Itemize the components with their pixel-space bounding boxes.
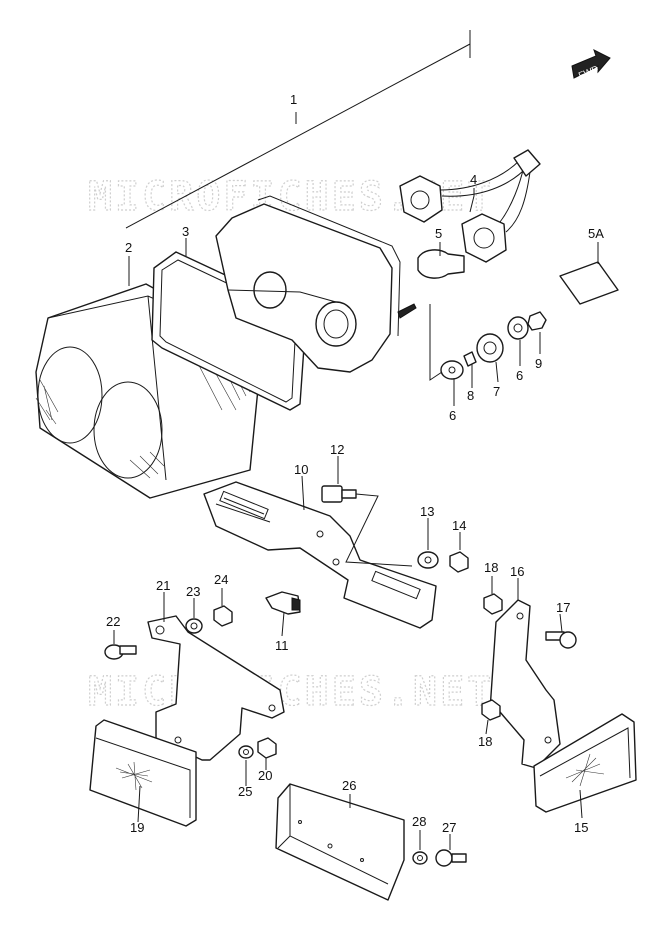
callout-17: 17 xyxy=(556,600,570,615)
grommet-11 xyxy=(265,591,301,615)
callout-13: 13 xyxy=(420,504,434,519)
callout-8: 8 xyxy=(467,388,474,403)
callout-7: 7 xyxy=(493,384,500,399)
callout-24: 24 xyxy=(214,572,228,587)
washer-25 xyxy=(238,745,254,759)
washer-28 xyxy=(412,851,428,865)
nut-18-upper xyxy=(483,593,503,615)
reflector-pad xyxy=(559,261,619,305)
nut-14 xyxy=(449,551,469,573)
callout-4: 4 xyxy=(470,172,477,187)
left-signal-bracket xyxy=(147,615,285,761)
callout-21: 21 xyxy=(156,578,170,593)
callout-9: 9 xyxy=(535,356,542,371)
nut-24 xyxy=(213,605,233,627)
callout-12: 12 xyxy=(330,442,344,457)
bolt-12 xyxy=(321,485,357,503)
callout-19: 19 xyxy=(130,820,144,835)
callout-10: 10 xyxy=(294,462,308,477)
right-turn-signal xyxy=(533,713,637,813)
screw-22 xyxy=(104,644,137,660)
nut-18-lower xyxy=(481,699,501,721)
callout-14: 14 xyxy=(452,518,466,533)
screw-27 xyxy=(435,849,467,867)
callout-1: 1 xyxy=(290,92,297,107)
left-turn-signal xyxy=(89,719,197,827)
callout-6-upper: 6 xyxy=(516,368,523,383)
callout-23: 23 xyxy=(186,584,200,599)
callout-22: 22 xyxy=(106,614,120,629)
callout-26: 26 xyxy=(342,778,356,793)
assembly-bracket-1 xyxy=(125,30,471,229)
callout-15: 15 xyxy=(574,820,588,835)
callout-18-upper: 18 xyxy=(484,560,498,575)
callout-16: 16 xyxy=(510,564,524,579)
callout-6-lower: 6 xyxy=(449,408,456,423)
lens-gasket xyxy=(151,251,307,411)
callout-3: 3 xyxy=(182,224,189,239)
lamp-housing xyxy=(215,195,417,373)
license-bracket xyxy=(203,481,437,629)
callout-5a: 5A xyxy=(588,226,604,241)
fwd-arrow-icon: FWD xyxy=(571,49,611,81)
leader-12-path xyxy=(345,493,413,567)
leader-lines xyxy=(113,188,599,850)
nut-20 xyxy=(257,737,277,759)
callout-5: 5 xyxy=(435,226,442,241)
callout-2: 2 xyxy=(125,240,132,255)
right-signal-bracket xyxy=(489,599,561,769)
washer-23 xyxy=(185,618,203,634)
watermark-bottom: MICROFICHES.NET xyxy=(88,669,494,715)
callout-11: 11 xyxy=(275,638,289,653)
washer-13 xyxy=(417,551,439,569)
callout-27: 27 xyxy=(442,820,456,835)
callout-25: 25 xyxy=(238,784,252,799)
mount-hardware-upper xyxy=(429,304,547,381)
callout-20: 20 xyxy=(258,768,272,783)
bulb xyxy=(417,249,465,279)
bulb-sockets xyxy=(399,149,541,263)
callout-28: 28 xyxy=(412,814,426,829)
screw-17 xyxy=(545,631,577,649)
license-lamp xyxy=(275,783,405,901)
callout-18-lower: 18 xyxy=(478,734,492,749)
